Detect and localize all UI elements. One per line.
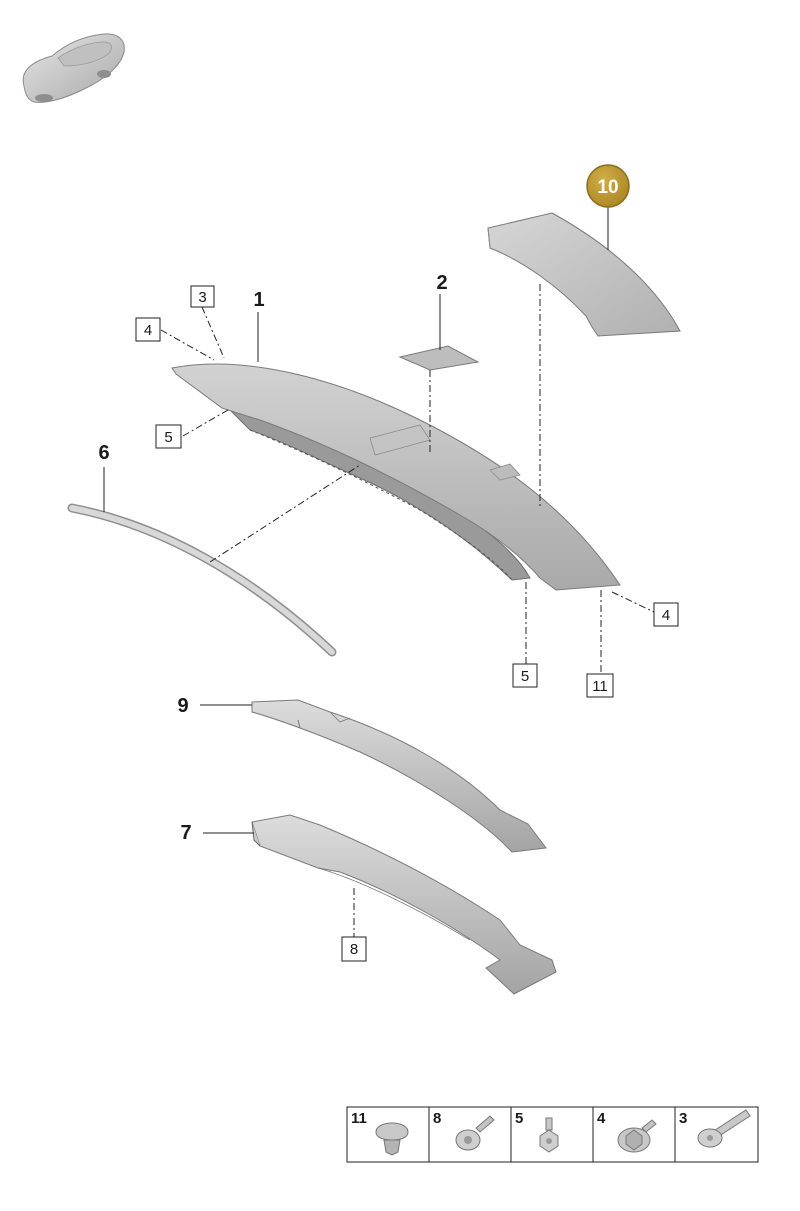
legend-cell-4: 4: [597, 1110, 657, 1153]
legend-cell-3: 3: [679, 1109, 751, 1148]
bolt-icon: [697, 1109, 751, 1148]
part-2-pad: [398, 345, 480, 371]
svg-text:4: 4: [144, 322, 152, 339]
part-1-spoiler: [171, 363, 621, 591]
dashdot-4-right: [611, 591, 655, 613]
boxed-label-4-left: 4: [135, 317, 161, 342]
svg-text:4: 4: [597, 1110, 606, 1127]
callout-7: 7: [180, 822, 191, 844]
screw-icon: [455, 1115, 495, 1151]
svg-text:3: 3: [198, 289, 206, 306]
clip-icon: [375, 1122, 409, 1156]
svg-text:5: 5: [515, 1110, 523, 1127]
callout-9: 9: [177, 695, 188, 717]
svg-text:4: 4: [662, 607, 670, 624]
dashdot-3: [201, 306, 225, 359]
part-7-bracket: [251, 814, 557, 995]
dashdot-6: [209, 464, 361, 563]
callout-6: 6: [98, 442, 109, 464]
boxed-label-4-right: 4: [653, 602, 679, 627]
legend-cell-8: 8: [433, 1110, 495, 1151]
fastener-legend: 11 8 5 4: [346, 1106, 759, 1163]
car-thumbnail-icon: [22, 33, 125, 103]
svg-text:8: 8: [350, 941, 358, 958]
boxed-label-3: 3: [190, 285, 215, 308]
hex-nut-icon: [617, 1119, 657, 1153]
svg-text:5: 5: [521, 668, 529, 685]
svg-text:11: 11: [351, 1110, 367, 1127]
callout-1: 1: [253, 289, 264, 311]
dashdot-5-left: [182, 409, 229, 437]
callout-2: 2: [436, 272, 447, 294]
part-9-strut: [251, 699, 547, 853]
boxed-label-5-bottom: 5: [512, 663, 538, 688]
svg-text:8: 8: [433, 1110, 441, 1127]
callout-10-badge: 10: [586, 164, 630, 208]
svg-text:11: 11: [592, 678, 608, 695]
nut-icon: [539, 1117, 559, 1153]
dashdot-4-left: [160, 329, 215, 361]
part-10-cover: [487, 212, 681, 337]
callout-10: 10: [597, 177, 618, 198]
svg-text:5: 5: [164, 429, 172, 446]
boxed-label-8: 8: [341, 936, 367, 962]
svg-text:3: 3: [679, 1110, 687, 1127]
boxed-label-11: 11: [586, 673, 614, 698]
legend-cell-11: 11: [351, 1110, 409, 1156]
boxed-label-5-left: 5: [155, 424, 182, 449]
part-6-seal: [67, 503, 337, 657]
legend-cell-5: 5: [515, 1110, 559, 1153]
